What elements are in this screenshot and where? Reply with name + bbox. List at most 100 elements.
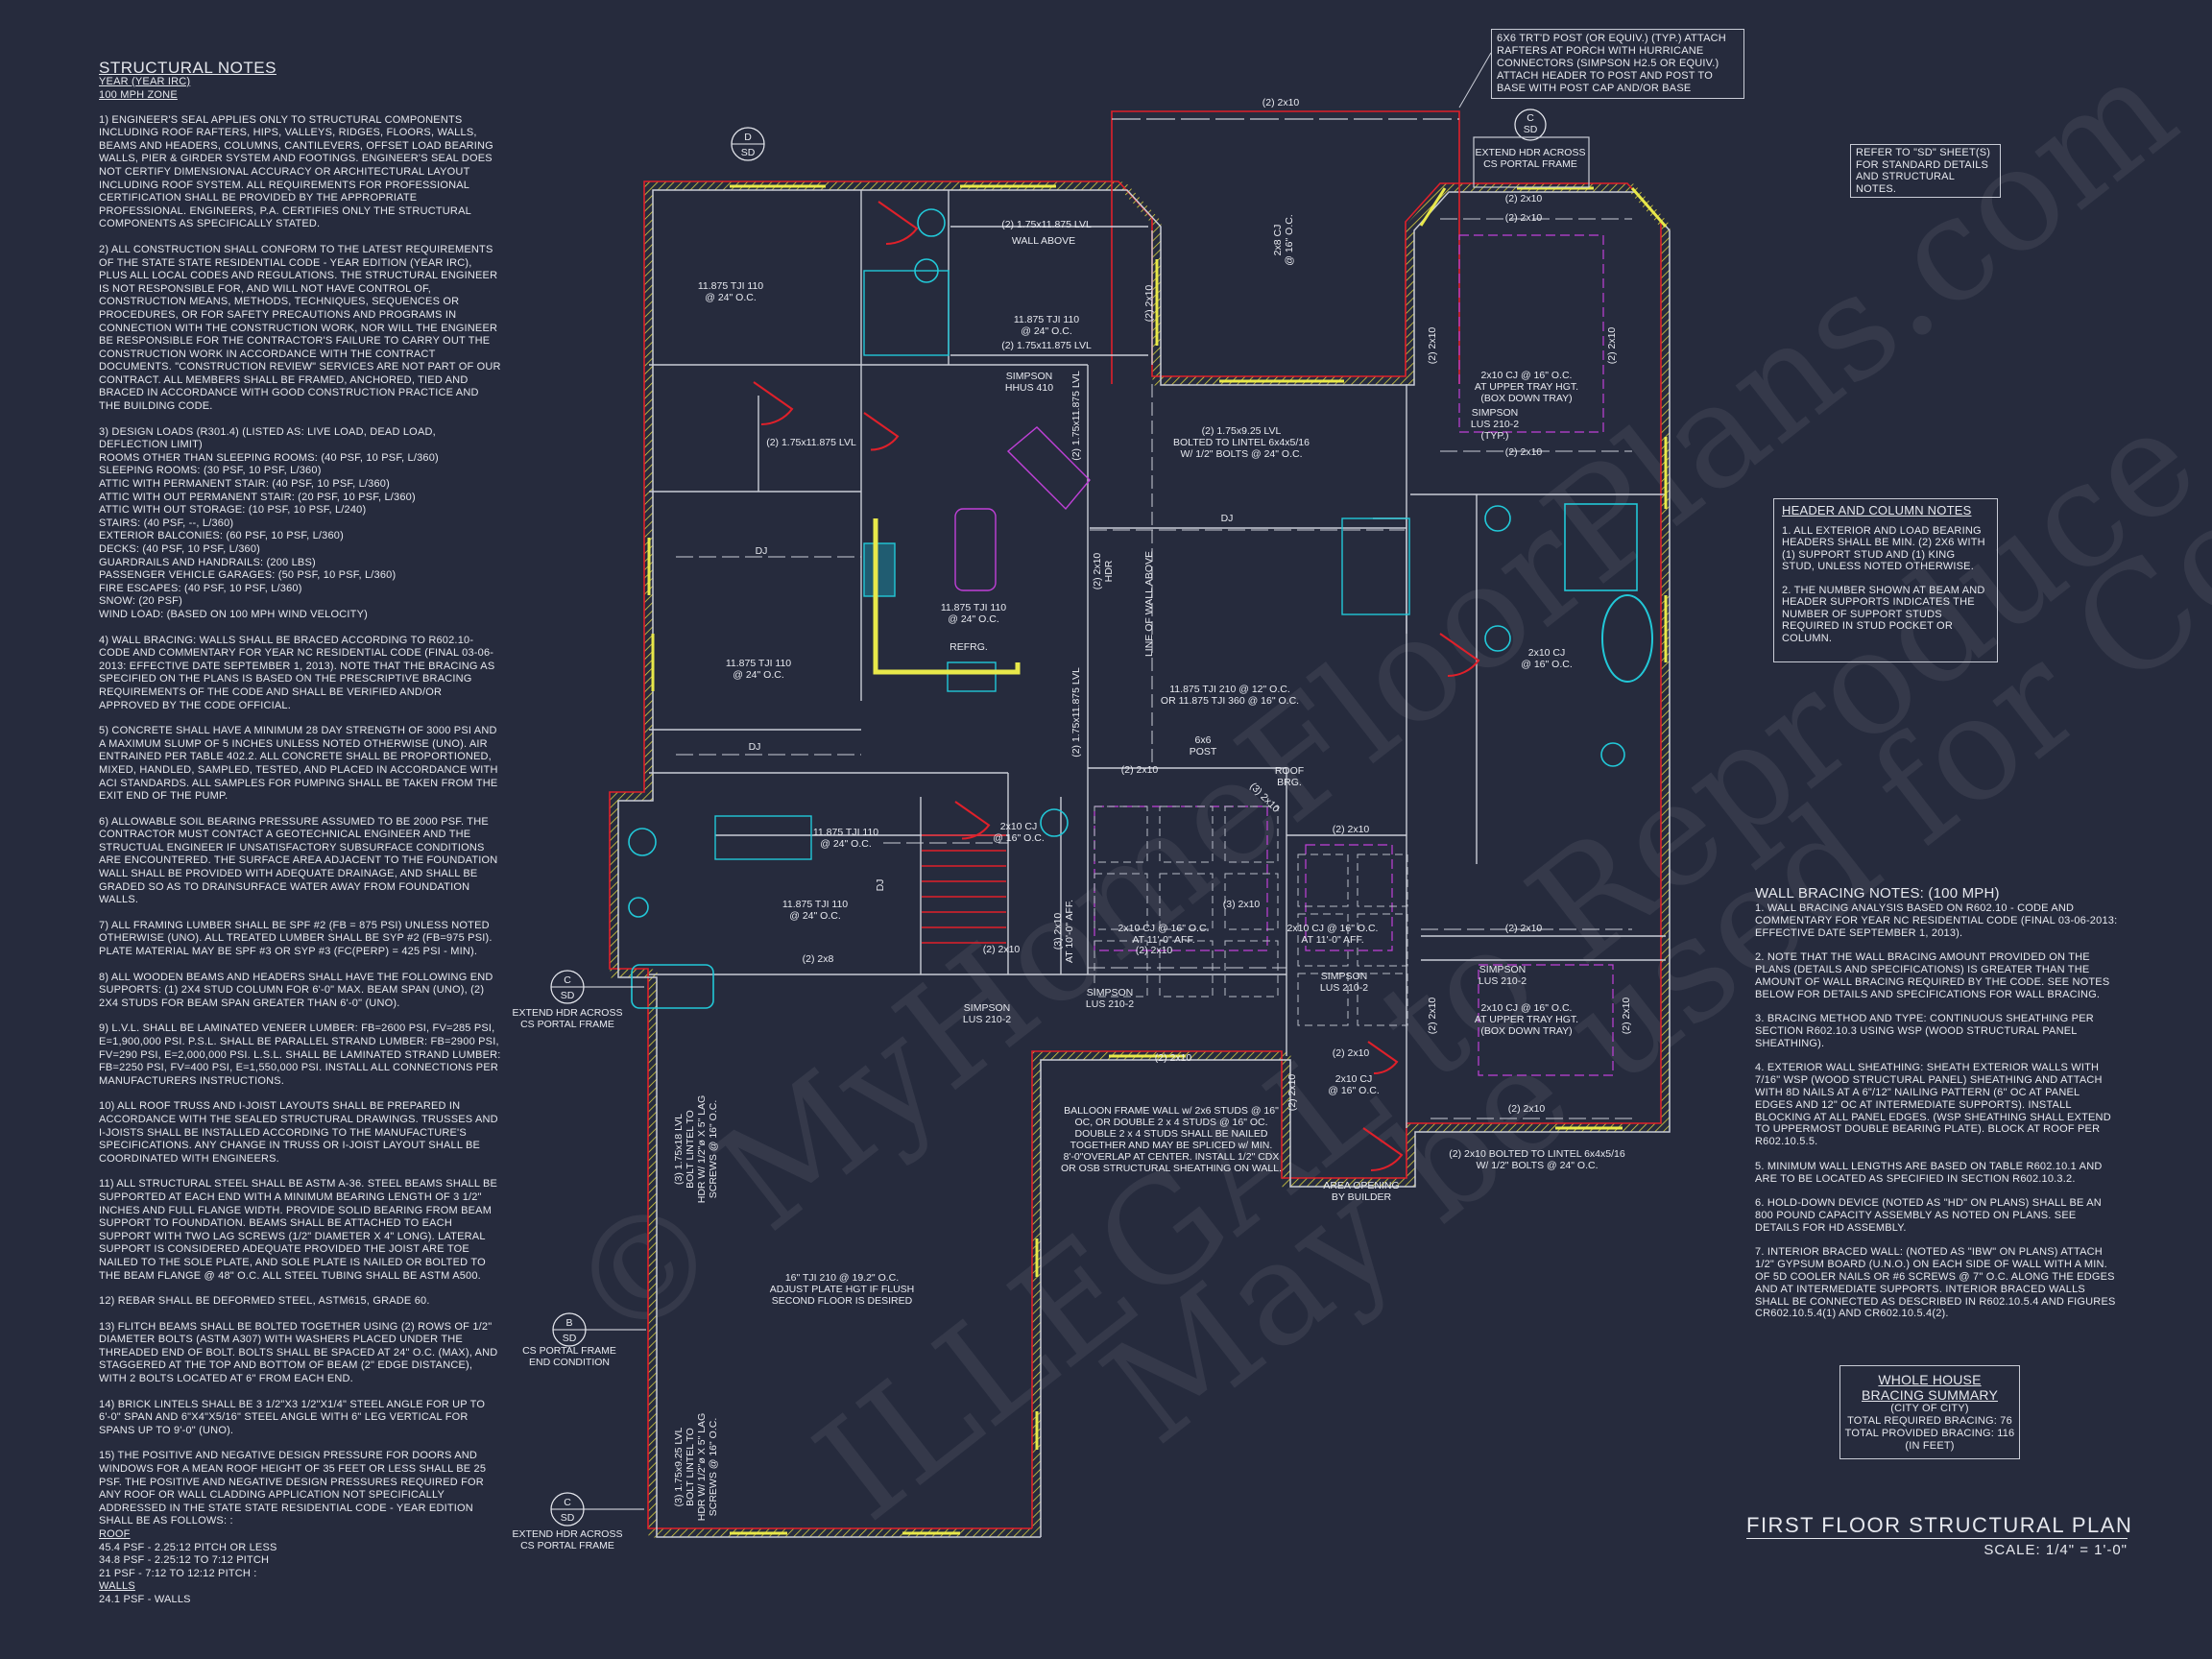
design-loads-heading: 3) DESIGN LOADS (R301.4) (LISTED AS: LIV… (99, 425, 436, 451)
plan-label-line: 11.875 TJI 110 (941, 602, 1006, 613)
plan-label: (3) 2x10 (1223, 899, 1261, 910)
structural-notes-title: STRUCTURAL NOTES (99, 59, 276, 77)
plan-label: (2) 2x10 (1508, 1103, 1546, 1115)
plan-label-line: @ 24" O.C. (1021, 325, 1071, 337)
plan-label-line: (2) 2x10 (1286, 1074, 1298, 1112)
plan-label: BALLOON FRAME WALL w/ 2x6 STUDS @ 16"OC,… (1061, 1105, 1282, 1174)
plan-label-line: HHUS 410 (1005, 382, 1053, 394)
plan-label: (2) 2x10 (1427, 998, 1438, 1035)
plan-label-line: POST (1190, 746, 1217, 757)
plan-label: (2) 2x10 (1505, 446, 1543, 458)
plan-label-line: (2) 2x8 (803, 953, 834, 965)
design-load: GUARDRAILS AND HANDRAILS: (200 LBS) (99, 556, 316, 568)
toilet-fixture (628, 828, 657, 856)
tray-ceiling-outline (1478, 964, 1614, 1076)
plan-label: WALL ABOVE (1012, 235, 1075, 247)
plan-label-line: (BOX DOWN TRAY) (1480, 1025, 1572, 1037)
header-note: 2. THE NUMBER SHOWN AT BEAM AND HEADER S… (1782, 584, 1985, 644)
note-paragraph: 12) REBAR SHALL BE DEFORMED STEEL, ASTM6… (99, 1295, 430, 1308)
summary-units: (IN FEET) (1905, 1440, 1955, 1452)
wind-zone: 100 mph ZONE (99, 88, 178, 101)
section-callout[interactable]: CSD (550, 970, 644, 1004)
note-paragraph: 4) WALL BRACING: WALLS SHALL BE BRACED A… (99, 634, 495, 711)
design-load: ROOMS OTHER THAN SLEEPING ROOMS: (40 PSF… (99, 451, 439, 464)
plan-label-line: REFRG. (950, 641, 988, 653)
coffer-panel (1159, 805, 1214, 863)
plan-label-line: HDR W/ 1/2"ø X 5" LAG (696, 1095, 708, 1203)
plan-label: 11.875 TJI 110@ 24" O.C. (698, 280, 763, 303)
plan-label: (2) 1.75x11.875 LVL (1001, 219, 1092, 230)
plan-label-line: 2x10 CJ (1528, 647, 1566, 659)
plan-label-line: 6x6 (1195, 734, 1212, 746)
plan-label-line: W/ 1/2" BOLTS @ 24" O.C. (1180, 448, 1302, 460)
plan-label-line: SIMPSON (1472, 407, 1518, 419)
washer-dryer (714, 815, 812, 860)
note-paragraph: 9) L.V.L. SHALL BE LAMINATED VENEER LUMB… (99, 1022, 501, 1087)
note-paragraph: 7) ALL FRAMING LUMBER SHALL BE SPF #2 (F… (99, 919, 493, 958)
leader-line (1458, 52, 1492, 108)
plan-label-line: BOLT LINTEL TO (685, 1110, 696, 1189)
design-loads-list: ROOMS OTHER THAN SLEEPING ROOMS: (40 PSF… (99, 452, 502, 622)
section-callout[interactable]: CSD (550, 1492, 644, 1527)
plan-label: (2) 2x10 (1286, 1074, 1298, 1112)
plan-label: 2x8 CJ@ 16" O.C. (1272, 214, 1295, 265)
plan-label-line: (2) 2x10 (1505, 923, 1543, 934)
section-callout[interactable]: DSD (731, 127, 765, 161)
plan-label-line: DJ (749, 741, 761, 753)
plan-label-line: CS PORTAL FRAME (520, 1019, 614, 1030)
sheet-title: FIRST FLOOR STRUCTURAL PLAN (1746, 1513, 2133, 1539)
plan-label-line: (2) 1.75x11.875 LVL (1070, 371, 1082, 461)
range (863, 542, 896, 597)
plan-label-line: @ 24" O.C. (705, 292, 756, 303)
plan-label-line: 11.875 TJI 110 (698, 280, 763, 292)
roof-pressure: 45.4 PSF - 2.25:12 PITCH OR LESS (99, 1541, 277, 1553)
refer-note: REFER TO "SD" SHEET(S) FOR STANDARD DETA… (1850, 144, 2001, 198)
kitchen-counter (873, 518, 1021, 675)
plan-label: 11.875 TJI 110@ 24" O.C. (782, 899, 848, 922)
plan-label-line: (2) 1.75x11.875 LVL (1001, 340, 1092, 351)
plan-label-line: LUS 210-2 (1086, 998, 1134, 1010)
plan-label-line: SIMPSON (1006, 371, 1052, 382)
plan-label-line: OC, OR DOUBLE 2 x 4 STUDS @ 16" OC. (1074, 1117, 1267, 1128)
note-paragraph: 15) THE POSITIVE AND NEGATIVE DESIGN PRE… (99, 1450, 487, 1527)
roof-heading: ROOF (99, 1528, 131, 1540)
plan-label-line: SCREWS @ 16" O.C. (708, 1418, 719, 1517)
coffer-panel (1357, 913, 1408, 967)
wall-bracing-note: 2. NOTE THAT THE WALL BRACING AMOUNT PRO… (1755, 951, 2110, 1000)
note-paragraph: 8) ALL WOODEN BEAMS AND HEADERS SHALL HA… (99, 971, 493, 1009)
design-load: FIRE ESCAPES: (40 PSF, 10 PSF, L/360) (99, 582, 302, 594)
plan-label-line: 11.875 TJI 110 (813, 827, 878, 838)
plan-label-line: 11.875 TJI 110 (782, 899, 848, 910)
wall-pressures: 24.1 PSF - WALLS (99, 1594, 502, 1607)
plan-label-line: DJ (875, 879, 886, 892)
plan-label-line: LUS 210-2 (1479, 975, 1527, 987)
header-notes-list: 1. ALL EXTERIOR AND LOAD BEARING HEADERS… (1782, 525, 1989, 645)
plan-label-line: @ 16" O.C. (1521, 659, 1572, 670)
summary-title-2: BRACING SUMMARY (1862, 1387, 1998, 1403)
section-callout[interactable]: BSD (552, 1312, 646, 1347)
plan-label: (2) 2x10 (1136, 945, 1173, 956)
header-note: 1. ALL EXTERIOR AND LOAD BEARING HEADERS… (1782, 524, 1985, 573)
design-load: ATTIC WITH OUT STORAGE: (10 PSF, 10 PSF,… (99, 504, 367, 517)
tray-ceiling-outline (1305, 844, 1393, 951)
plan-label: 2x10 CJ@ 16" O.C. (1328, 1073, 1379, 1096)
plan-label-line: WALL ABOVE (1012, 235, 1075, 247)
plan-label-line: END CONDITION (529, 1357, 610, 1368)
wall-bracing-note: 4. EXTERIOR WALL SHEATHING: SHEATH EXTER… (1755, 1062, 2111, 1148)
plan-label-line: HDR W/ 1/2"ø X 5" LAG (696, 1413, 708, 1521)
plan-label-line: 11.875 TJI 110 (726, 658, 791, 669)
plan-label-line: AT UPPER TRAY HGT. (1475, 381, 1578, 393)
coffer-panel (1297, 973, 1349, 1026)
note-paragraph: 1) ENGINEER'S SEAL APPLIES ONLY TO STRUC… (99, 113, 493, 230)
toilet-fixture (1600, 742, 1625, 767)
plan-label-line: AREA OPENING (1323, 1180, 1399, 1191)
callout-letter: C (564, 974, 571, 986)
